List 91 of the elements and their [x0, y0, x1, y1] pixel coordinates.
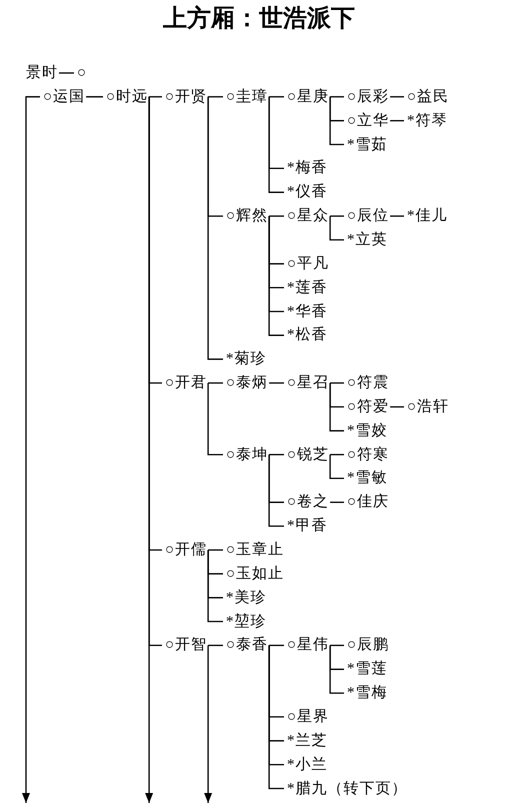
connector-line — [329, 96, 344, 146]
connector-line — [207, 550, 223, 622]
connector-line — [268, 454, 284, 527]
person-name: *雪茹 — [344, 132, 388, 157]
person-name: *莲香 — [284, 276, 328, 300]
connector-line — [269, 382, 284, 384]
connector-line — [329, 216, 344, 241]
connector-line — [207, 383, 223, 456]
person-name: *雪梅 — [344, 681, 388, 706]
person-name: *雪莲 — [344, 657, 388, 682]
connector-line — [268, 216, 284, 336]
person-name: *美珍 — [223, 586, 268, 610]
person-name: ○平凡 — [284, 252, 330, 276]
person-name: *堃珍 — [223, 610, 268, 634]
person-name: ○开智 — [162, 633, 208, 658]
connector-line — [330, 382, 344, 384]
connector-line — [269, 644, 284, 646]
person-name: ○辰位 — [344, 204, 390, 228]
connector-line — [329, 454, 344, 480]
person-name: *甲香 — [284, 514, 328, 538]
person-name: *佳儿 — [404, 204, 448, 228]
person-name: ○星庚 — [284, 84, 330, 109]
person-name: ○开君 — [162, 371, 208, 396]
connector-line — [59, 72, 74, 74]
connector-line — [269, 96, 284, 98]
page-title: 上方厢：世浩派下 — [163, 4, 355, 32]
connector-line — [390, 120, 404, 122]
person-name: ○佳庆 — [344, 490, 390, 514]
person-name: *腊九（转下页） — [284, 776, 408, 800]
connector-line — [329, 645, 344, 694]
person-name: ○辰鹏 — [344, 633, 390, 658]
connector-line — [268, 645, 284, 790]
connector-line — [208, 96, 223, 98]
person-name: ○辰彩 — [344, 84, 390, 109]
connector-line — [86, 96, 103, 98]
person-name: *梅香 — [284, 156, 328, 180]
person-name: *符琴 — [404, 108, 448, 133]
person-name: ○符爱 — [344, 394, 390, 419]
person-name: ○符寒 — [344, 442, 390, 467]
connector-line — [269, 454, 284, 456]
person-name: *华香 — [284, 300, 328, 324]
person-name: ○开贤 — [162, 84, 208, 109]
connector-line — [208, 382, 223, 384]
person-name: *雪敏 — [344, 466, 388, 490]
person-name: ○立华 — [344, 108, 390, 133]
connector-line — [208, 644, 223, 646]
connector-line — [208, 549, 223, 551]
circle-mark: ○ — [74, 61, 88, 85]
connector-line — [330, 454, 344, 456]
person-name: ○玉如止 — [223, 562, 286, 586]
connector-line — [390, 96, 404, 98]
person-name: ○星召 — [284, 371, 330, 396]
person-name: ○星界 — [284, 704, 330, 729]
person-name: ○益民 — [404, 84, 450, 109]
connector-line — [207, 96, 223, 360]
connector-line — [330, 215, 344, 217]
person-name: *菊珍 — [223, 347, 268, 372]
person-name: *仪香 — [284, 180, 328, 204]
person-name: ○圭璋 — [223, 84, 270, 109]
person-name: ○星伟 — [284, 633, 330, 658]
person-name: ○泰香 — [223, 633, 270, 658]
person-name: ○开儒 — [162, 538, 208, 562]
person-name: ○时远 — [103, 84, 150, 109]
connector-line — [330, 96, 344, 98]
person-name: ○星众 — [284, 204, 330, 228]
arrow — [204, 645, 212, 803]
person-name: ○锐芝 — [284, 442, 330, 467]
connector-line — [330, 644, 344, 646]
connector-line — [329, 383, 344, 432]
connector-line — [390, 406, 404, 408]
person-name: ○卷之 — [284, 490, 330, 514]
person-name: *兰芝 — [284, 728, 328, 753]
person-name: ○符震 — [344, 371, 390, 396]
person-name: ○辉然 — [223, 204, 270, 228]
person-name: *雪姣 — [344, 418, 388, 443]
person-name: ○运国 — [40, 84, 86, 109]
person-name: ○泰炳 — [223, 371, 270, 396]
arrow — [22, 96, 40, 803]
connector-line — [268, 96, 284, 193]
person-name: ○泰坤 — [223, 442, 270, 467]
connector-line — [269, 215, 284, 217]
arrow — [145, 96, 154, 803]
person-name: *立英 — [344, 228, 388, 252]
person-name: 景时 — [23, 61, 59, 85]
person-name: ○玉章止 — [223, 538, 286, 562]
person-name: *小兰 — [284, 752, 328, 777]
connector-line — [330, 502, 344, 503]
person-name: *松香 — [284, 323, 328, 348]
connector-line — [149, 96, 162, 98]
person-name: ○浩轩 — [404, 394, 450, 419]
connector-line — [390, 215, 404, 217]
